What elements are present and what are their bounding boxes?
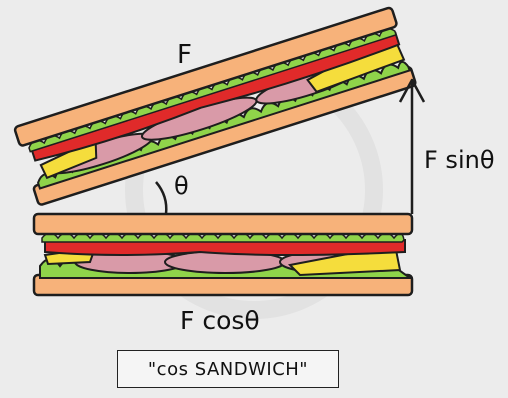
top-sandwich — [14, 7, 416, 206]
label-adjacent: F cosθ — [180, 306, 260, 335]
caption-box: "cos SANDWICH" — [117, 350, 339, 388]
angle-arc-icon — [156, 182, 166, 214]
caption-text: "cos SANDWICH" — [148, 359, 308, 380]
label-angle: θ — [174, 172, 189, 200]
label-opposite: F sinθ — [424, 146, 495, 174]
bottom-bread-upper — [34, 214, 412, 234]
arrow-icon — [400, 80, 424, 214]
label-hypotenuse: F — [177, 40, 192, 70]
bottom-sandwich — [34, 214, 412, 295]
